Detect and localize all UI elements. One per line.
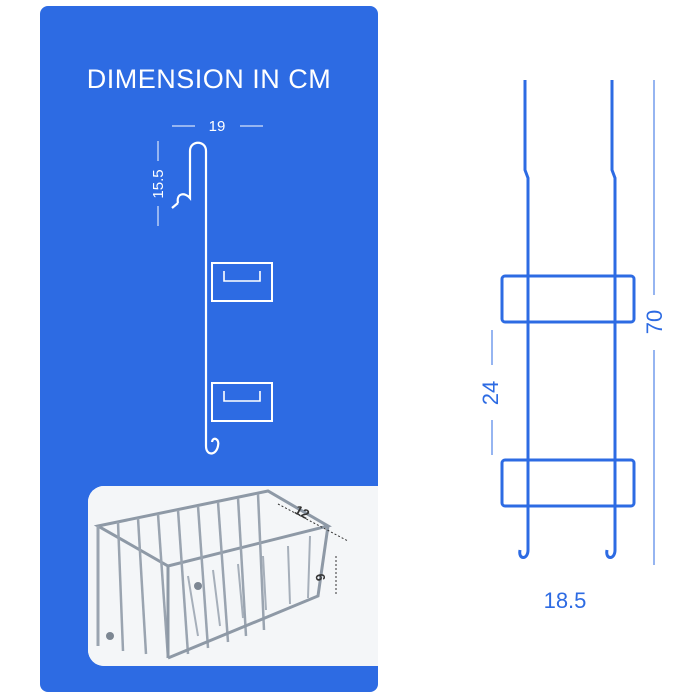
front-upright-left	[518, 80, 530, 559]
side-view-diagram: 19 15.5	[150, 118, 273, 455]
hanger-rod	[176, 141, 208, 446]
front-width-label: 18.5	[544, 588, 587, 613]
front-basket-lower	[500, 458, 636, 508]
side-basket-lower-inner	[223, 391, 261, 402]
basket-height-label: 6	[312, 572, 328, 582]
front-view-diagram: 70 24 18.5	[478, 80, 667, 613]
side-width-label: 19	[209, 118, 226, 135]
depth-dim-line	[277, 503, 349, 542]
front-upright-right	[605, 80, 617, 559]
side-basket-upper	[211, 262, 273, 302]
front-spacing-label: 24	[478, 381, 503, 405]
bottom-hook	[204, 437, 220, 455]
panel-title: DIMENSION IN CM	[86, 64, 332, 94]
basket-photo: 12 6	[88, 486, 378, 666]
basket-depth-label: 12	[292, 502, 312, 522]
side-basket-lower	[211, 382, 273, 422]
front-basket-upper	[500, 274, 636, 324]
side-basket-upper-inner	[223, 271, 261, 282]
top-hook-tip	[171, 202, 179, 209]
side-hook-label: 15.5	[150, 169, 167, 198]
front-height-label: 70	[642, 310, 667, 334]
dimension-panel: DIMENSION IN CM 19 15.5	[40, 6, 378, 692]
basket-illustration: 12 6	[88, 486, 378, 666]
